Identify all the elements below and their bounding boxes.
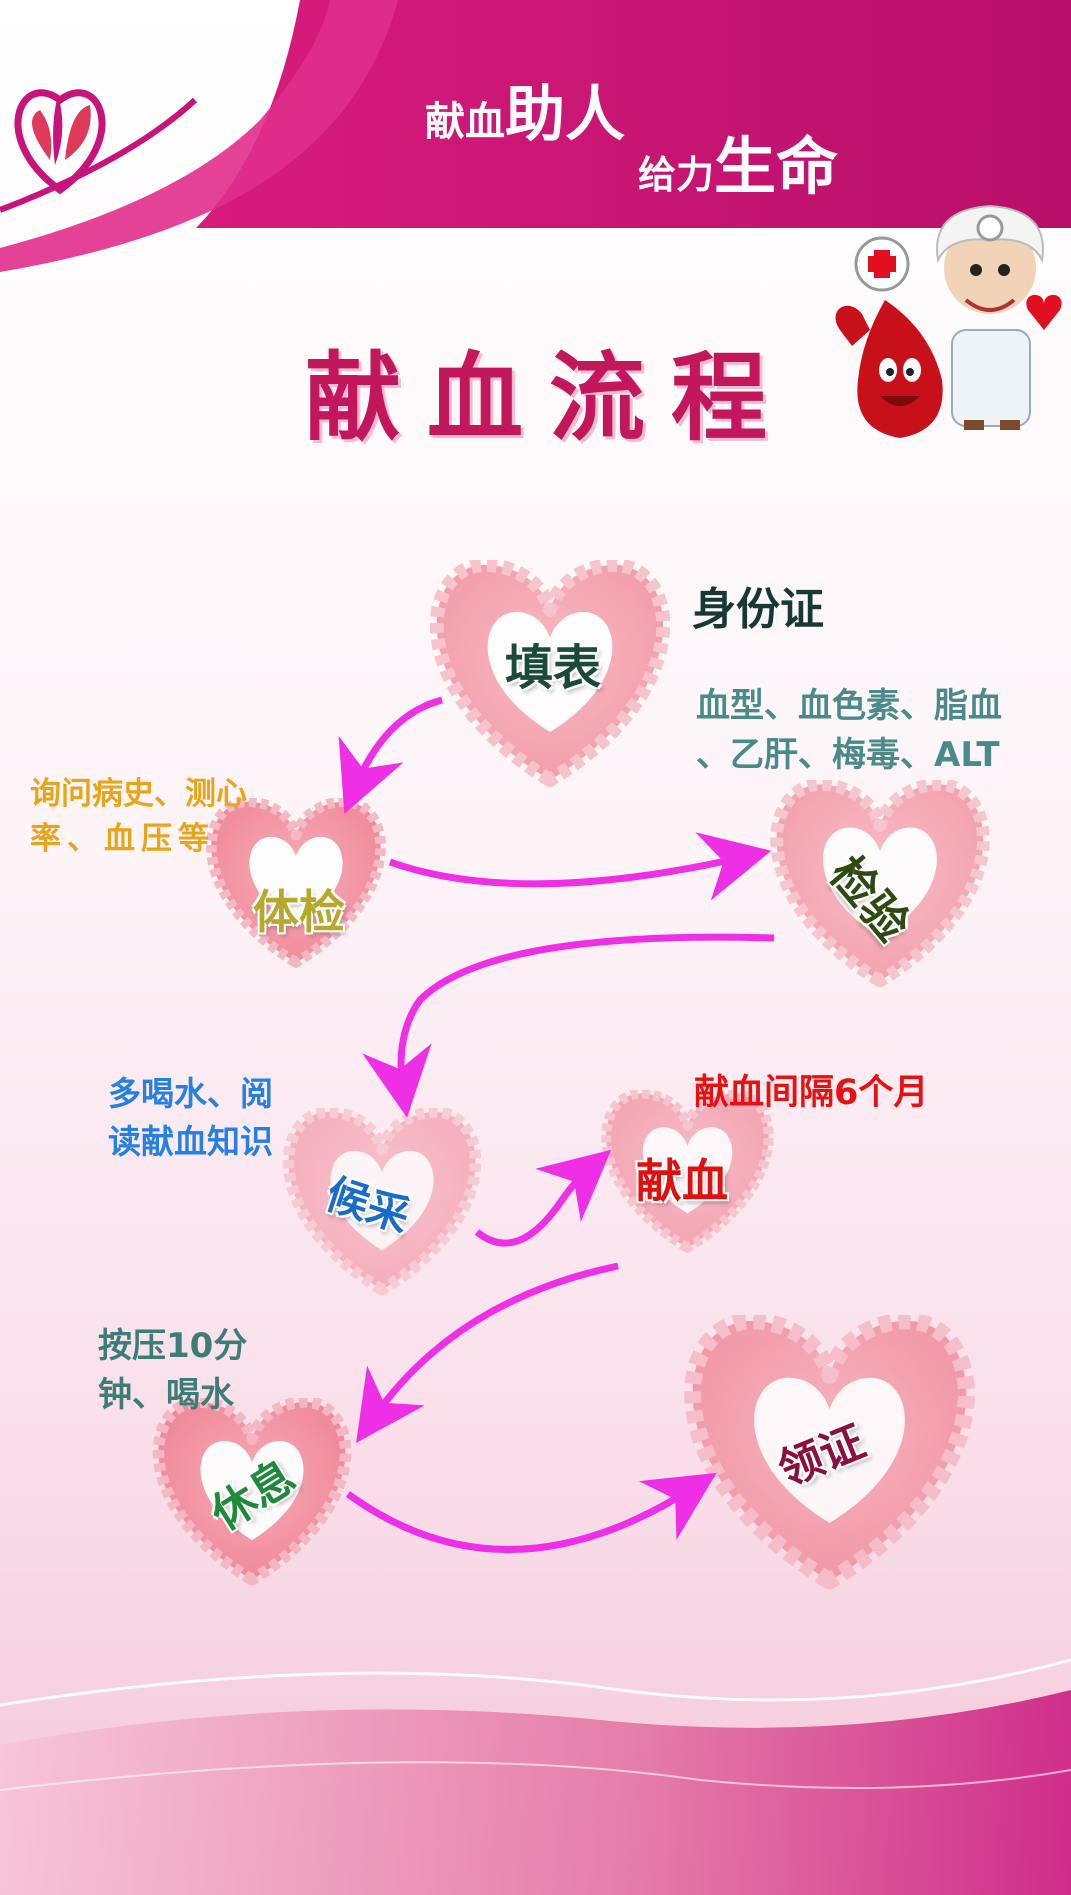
note-history-line1: 询问病史、测心 bbox=[30, 776, 247, 812]
note-rest: 按压10分 钟、喝水 bbox=[98, 1322, 247, 1421]
note-interval: 献血间隔6个月 bbox=[694, 1073, 929, 1113]
note-tests-line1: 血型、血色素、脂血 bbox=[696, 686, 1002, 726]
arrow-waiting-to-donate bbox=[474, 1149, 612, 1247]
note-rest-line1: 按压10分 bbox=[98, 1326, 248, 1366]
arrow-test-to-waiting bbox=[362, 933, 775, 1118]
arrow-donate-to-rest bbox=[356, 1262, 619, 1444]
slogan-1b: 助人 bbox=[505, 80, 625, 150]
arrow-rest-to-certificate bbox=[345, 1472, 717, 1553]
note-rest-line2: 钟、喝水 bbox=[98, 1375, 234, 1416]
page-title: 献血流程 bbox=[305, 342, 793, 454]
doctor-mascot-icon bbox=[835, 204, 1062, 438]
note-waiting-line2: 读献血知识 bbox=[108, 1121, 273, 1161]
header-swirl bbox=[0, 0, 398, 272]
heart-logo-icon bbox=[14, 89, 106, 195]
bottom-wave bbox=[0, 1690, 1071, 1895]
note-waiting: 多喝水、阅 读献血知识 bbox=[108, 1070, 273, 1166]
note-tests: 血型、血色素、脂血 、乙肝、梅毒、ALT bbox=[696, 682, 1002, 781]
header-band bbox=[196, 0, 1071, 228]
note-history: 询问病史、测心 率、血压等 bbox=[30, 772, 247, 862]
step-checkup: 体检 bbox=[253, 885, 345, 939]
slogan-line-2: 给力生命 bbox=[638, 128, 838, 206]
slogan-1a: 献血 bbox=[425, 98, 505, 145]
note-waiting-line1: 多喝水、阅 bbox=[108, 1074, 273, 1113]
step-donate: 献血 bbox=[636, 1154, 728, 1208]
slogan-line-1: 献血助人 bbox=[425, 78, 625, 153]
note-tests-line2: 、乙肝、梅毒、ALT bbox=[696, 735, 1000, 776]
note-id-card: 身份证 bbox=[692, 584, 824, 635]
step-fill-form: 填表 bbox=[505, 640, 602, 696]
arrow-checkup-to-test bbox=[388, 832, 772, 901]
arrow-form-to-checkup bbox=[338, 696, 443, 814]
slogan-2b: 生命 bbox=[714, 130, 839, 203]
note-history-line2: 率、血压等 bbox=[30, 820, 215, 857]
slogan-2a: 给力 bbox=[638, 152, 715, 197]
